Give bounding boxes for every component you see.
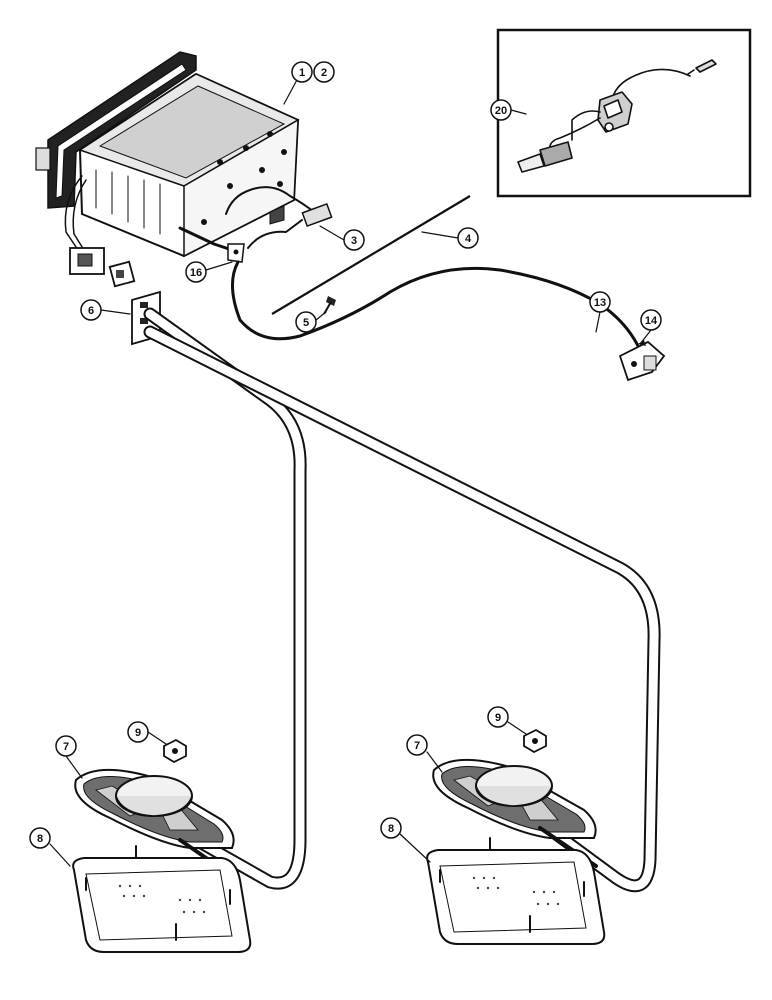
callout-5: 5 [295, 311, 317, 333]
svg-text:8: 8 [37, 833, 43, 845]
speaker-left [74, 768, 240, 882]
callout-9-right: 9 [487, 706, 509, 728]
callout-4: 4 [457, 227, 479, 249]
chassis-holes [201, 131, 287, 225]
inset-box [496, 28, 752, 198]
callout-7-left: 7 [55, 735, 77, 757]
callout-6: 6 [80, 299, 102, 321]
svg-text:1: 1 [299, 67, 305, 79]
antenna-mount-icon [618, 340, 666, 382]
callout-7-right: 7 [406, 734, 428, 756]
callout-2: 2 [313, 61, 335, 83]
nut-left-icon [163, 738, 187, 764]
speaker-cable-right [143, 325, 661, 893]
callout-13: 13 [589, 291, 611, 313]
svg-text:20: 20 [495, 105, 507, 117]
speaker-right [432, 758, 598, 868]
callout-16: 16 [185, 261, 207, 283]
svg-text:3: 3 [351, 235, 357, 247]
lead-wire [225, 186, 315, 215]
svg-text:16: 16 [190, 267, 202, 279]
screw-illustration [323, 296, 336, 315]
callout-8-left: 8 [29, 827, 51, 849]
callout-8-right: 8 [380, 817, 402, 839]
radio-bezel [47, 51, 197, 209]
grille-right [426, 837, 606, 945]
svg-text:9: 9 [135, 727, 141, 739]
callout-14: 14 [640, 309, 662, 331]
nut-right-icon [523, 728, 547, 754]
svg-text:8: 8 [388, 823, 394, 835]
antenna-rod [271, 195, 471, 315]
svg-text:7: 7 [63, 741, 69, 753]
svg-text:13: 13 [594, 297, 606, 309]
svg-text:6: 6 [88, 305, 94, 317]
callout-9-left: 9 [127, 721, 149, 743]
capacitor-assembly-illustration [517, 59, 717, 173]
svg-text:7: 7 [414, 740, 420, 752]
knob-icon [35, 147, 51, 171]
leader-lines [49, 77, 652, 867]
radio-unit [35, 51, 333, 275]
svg-text:2: 2 [321, 67, 327, 79]
speaker-cable-left [143, 307, 307, 890]
svg-text:5: 5 [303, 317, 309, 329]
svg-text:9: 9 [495, 712, 501, 724]
callout-20: 20 [490, 99, 512, 121]
grille-left [72, 845, 252, 953]
callout-3: 3 [343, 229, 365, 251]
svg-text:14: 14 [645, 315, 658, 327]
callout-1: 1 [291, 61, 313, 83]
svg-text:4: 4 [465, 233, 472, 245]
